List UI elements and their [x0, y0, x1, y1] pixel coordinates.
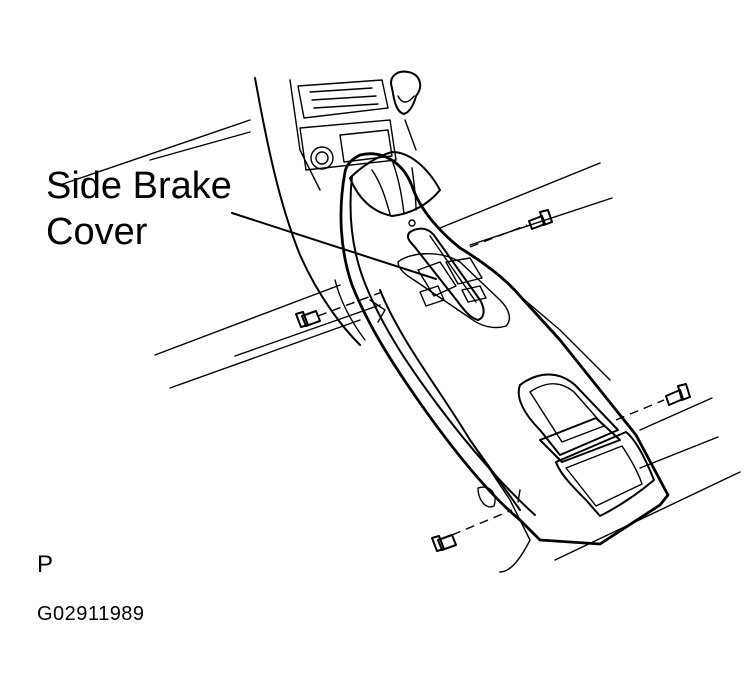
callout-leader-line — [231, 212, 437, 280]
screw-left-icon — [295, 291, 383, 328]
screw-right-icon — [615, 383, 691, 421]
screw-bottom-icon — [431, 509, 513, 552]
rear-compartments — [517, 373, 655, 517]
view-mark: P — [37, 551, 54, 578]
shift-knob-icon — [390, 70, 422, 115]
screw-top-right-icon — [469, 209, 553, 248]
figure-code: G02911989 — [37, 603, 145, 625]
floor-lines — [59, 119, 741, 561]
side-brake — [397, 227, 511, 329]
callout-label-line1: Side Brake — [46, 165, 232, 207]
side-panel — [334, 279, 531, 573]
callout-label-line2: Cover — [46, 211, 148, 253]
center-stack — [254, 77, 417, 346]
